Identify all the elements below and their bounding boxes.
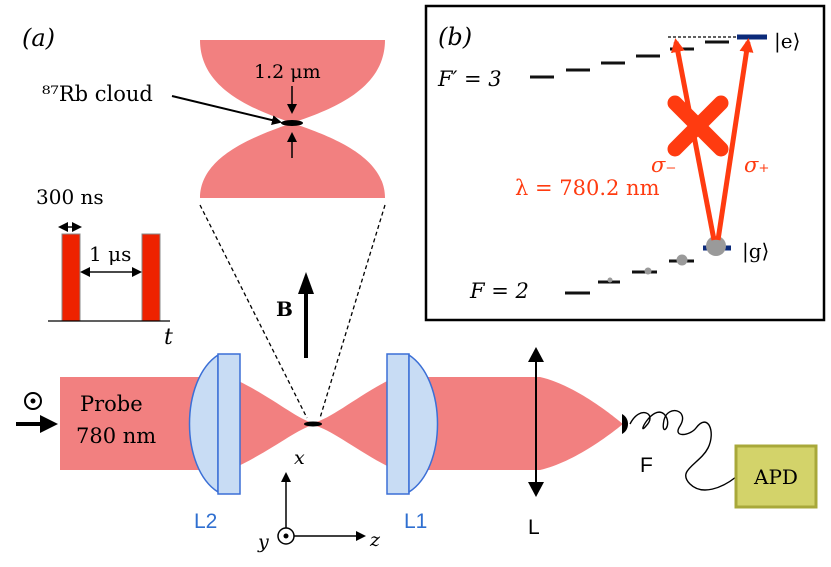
excited-state-label: |e⟩ bbox=[774, 29, 800, 54]
polarization-out-of-page-icon bbox=[24, 392, 42, 410]
lens-L1-plate bbox=[386, 353, 410, 495]
waist-size-label: 1.2 μm bbox=[254, 61, 321, 83]
atom-population-4 bbox=[706, 236, 726, 256]
pulse-2 bbox=[141, 233, 161, 322]
atom-population-2 bbox=[644, 267, 652, 275]
sigma-minus-label: σ₋ bbox=[651, 153, 676, 177]
lens-L2-plate bbox=[217, 353, 241, 495]
y-axis-label: y bbox=[257, 531, 269, 553]
excited-sublevels bbox=[530, 40, 729, 79]
y-axis-dot bbox=[283, 533, 289, 539]
ground-state-label: |g⟩ bbox=[742, 239, 769, 264]
atom-population-1 bbox=[607, 277, 613, 283]
ground-manifold-label: F = 2 bbox=[469, 279, 529, 303]
pulse-width-label: 300 ns bbox=[36, 185, 104, 209]
blocked-transition-cross-icon bbox=[667, 95, 729, 157]
z-axis-label: z bbox=[369, 529, 381, 551]
field-arrow-head bbox=[298, 272, 314, 294]
pulse-gap-label: 1 μs bbox=[89, 242, 131, 266]
apd-detector bbox=[734, 444, 818, 509]
input-arrow-head bbox=[40, 415, 58, 433]
rb-cloud-label: ⁸⁷Rb cloud bbox=[42, 82, 153, 106]
rb-cloud bbox=[304, 421, 322, 427]
rb-cloud-pointer bbox=[171, 95, 282, 125]
atom-population-3 bbox=[676, 254, 688, 266]
pulse-1 bbox=[61, 233, 81, 322]
lens-L1-curved bbox=[408, 353, 439, 494]
lens-L2-curved bbox=[188, 353, 219, 494]
lens-L-label: L bbox=[528, 516, 540, 539]
zoom-line-left bbox=[199, 204, 308, 419]
zoom-line-right bbox=[319, 204, 386, 419]
sigma-plus-label: σ₊ bbox=[744, 153, 769, 177]
field-label: B bbox=[276, 297, 293, 321]
lens-L-arrow-top bbox=[528, 347, 544, 362]
fiber-cable bbox=[629, 409, 737, 491]
lens-L1-label: L1 bbox=[404, 510, 427, 533]
apd-label: APD bbox=[753, 465, 798, 489]
probe-label-line2: 780 nm bbox=[76, 424, 156, 448]
rb-cloud-zoom bbox=[281, 120, 303, 126]
x-axis-label: x bbox=[294, 447, 305, 469]
sigma-minus-transition-arrow bbox=[671, 38, 717, 241]
panel-b-box bbox=[424, 4, 826, 322]
probe-label-line1: Probe bbox=[80, 392, 143, 416]
lens-L-arrow-bottom bbox=[528, 482, 544, 497]
panel-b-label: (b) bbox=[438, 23, 472, 51]
panel-a-label: (a) bbox=[22, 24, 55, 52]
zoom-beam-waist bbox=[200, 40, 385, 198]
excited-manifold-label: F′ = 3 bbox=[437, 67, 502, 91]
lens-L2-label: L2 bbox=[194, 510, 217, 533]
time-axis-label: t bbox=[164, 325, 173, 350]
wavelength-label: λ = 780.2 nm bbox=[515, 176, 660, 200]
fiber-label: F bbox=[640, 454, 653, 477]
sigma-plus-transition-arrow bbox=[715, 38, 754, 241]
polarization-dot bbox=[30, 398, 36, 404]
fiber-coupler bbox=[622, 414, 628, 434]
